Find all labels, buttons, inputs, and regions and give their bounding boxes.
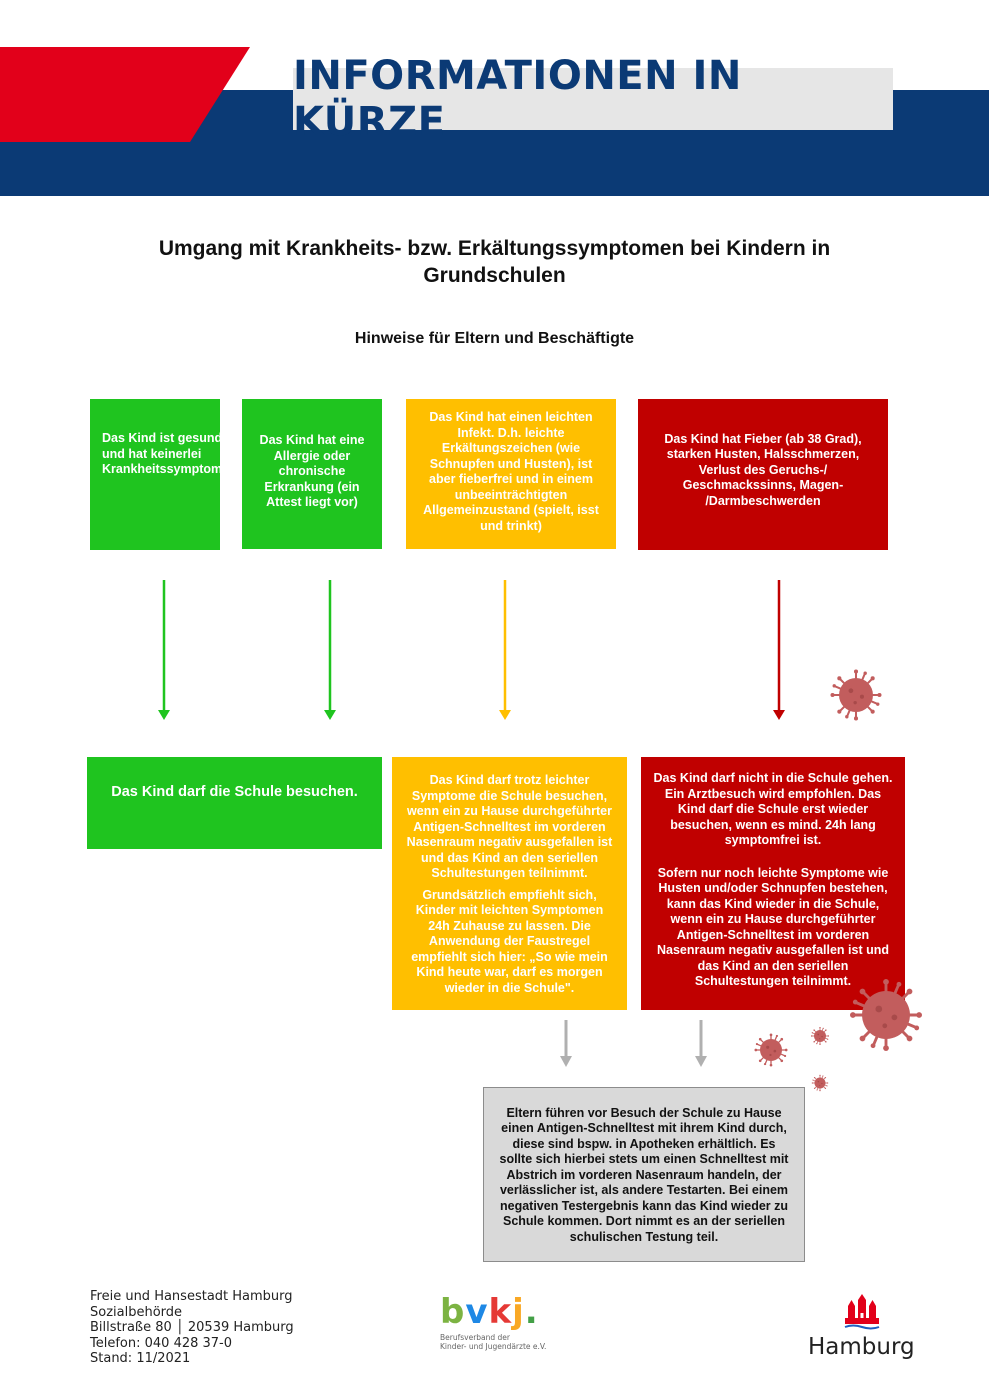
arrow-grey-1 xyxy=(560,1020,572,1067)
hamburg-castle-icon xyxy=(844,1294,880,1330)
condition-text: Das Kind hat eine Allergie oder chronisc… xyxy=(259,433,365,509)
bvkj-subtitle: Berufsverband der Kinder- und Jugendärzt… xyxy=(440,1333,546,1351)
bvkj-logo-letter: . xyxy=(525,1292,539,1332)
bvkj-logo-letter: k xyxy=(489,1292,513,1332)
footer-line: Stand: 11/2021 xyxy=(90,1351,191,1366)
bvkj-subtitle-line: Kinder- und Jugendärzte e.V. xyxy=(440,1342,547,1351)
condition-text: Das Kind hat einen leichten Infekt. D.h.… xyxy=(423,410,599,533)
virus-icon xyxy=(831,670,882,721)
condition-box-healthy: Das Kind ist gesund und hat keinerlei Kr… xyxy=(90,399,229,550)
outcome-text-p1: Das Kind darf nicht in die Schule gehen.… xyxy=(653,771,893,847)
page-title: INFORMATIONEN IN KÜRZE xyxy=(293,53,742,145)
hamburg-logo-text: Hamburg xyxy=(808,1334,915,1360)
test-info-box: Eltern führen vor Besuch der Schule zu H… xyxy=(483,1087,805,1262)
outcome-text-p1: Das Kind darf trotz leichter Symptome di… xyxy=(406,773,613,880)
footer-line: Sozialbehörde xyxy=(90,1304,183,1320)
virus-icon xyxy=(755,1034,788,1067)
footer-address: Freie und Hansestadt Hamburg Sozialbehör… xyxy=(90,1289,294,1367)
header-banner-red xyxy=(0,47,250,142)
footer-line: Telefon: 040 428 37-0 xyxy=(90,1335,233,1351)
footer-line: Freie und Hansestadt Hamburg xyxy=(90,1289,293,1304)
virus-icon xyxy=(811,1027,829,1045)
bvkj-subtitle-line: Berufsverband der xyxy=(440,1333,510,1342)
virus-icon xyxy=(850,979,922,1051)
document-heading: Umgang mit Krankheits- bzw. Erkältungssy… xyxy=(158,237,831,287)
footer-line: Billstraße 80 │ 20539 Hamburg xyxy=(90,1320,294,1335)
header-title-box: INFORMATIONEN IN KÜRZE xyxy=(293,53,893,145)
arrow-red xyxy=(773,580,785,720)
arrow-green-1 xyxy=(158,580,170,720)
condition-box-allergy: Das Kind hat eine Allergie oder chronisc… xyxy=(242,399,382,549)
arrow-yellow xyxy=(499,580,511,720)
bvkj-logo-letter: j xyxy=(510,1292,525,1332)
condition-text: Das Kind hat Fieber (ab 38 Grad), starke… xyxy=(664,431,862,508)
bvkj-logo: bvkj. xyxy=(440,1292,539,1332)
condition-box-fever: Das Kind hat Fieber (ab 38 Grad), starke… xyxy=(638,399,888,550)
bvkj-logo-letter: v xyxy=(465,1292,488,1332)
condition-box-mild-infection: Das Kind hat einen leichten Infekt. D.h.… xyxy=(406,399,616,549)
outcome-text: Das Kind darf die Schule besuchen. xyxy=(111,784,358,800)
arrow-green-2 xyxy=(324,580,336,720)
arrow-grey-2 xyxy=(695,1020,707,1067)
test-info-text: Eltern führen vor Besuch der Schule zu H… xyxy=(499,1105,789,1244)
document-subheading: Hinweise für Eltern und Beschäftigte xyxy=(354,330,635,347)
outcome-box-not-allowed: Das Kind darf nicht in die Schule gehen.… xyxy=(641,757,905,1010)
outcome-text-p2: Grundsätzlich empfiehlt sich, Kinder mit… xyxy=(411,887,608,995)
bvkj-logo-letter: b xyxy=(440,1292,465,1332)
condition-text: Das Kind ist gesund und hat keinerlei Kr… xyxy=(102,431,230,476)
outcome-box-conditional: Das Kind darf trotz leichter Symptome di… xyxy=(392,757,627,1010)
virus-icon xyxy=(812,1075,829,1092)
bvkj-logo-text: bvkj. xyxy=(440,1292,539,1332)
outcome-box-allowed: Das Kind darf die Schule besuchen. xyxy=(87,757,382,849)
outcome-text-p2: Sofern nur noch leichte Symptome wie Hus… xyxy=(656,865,889,989)
